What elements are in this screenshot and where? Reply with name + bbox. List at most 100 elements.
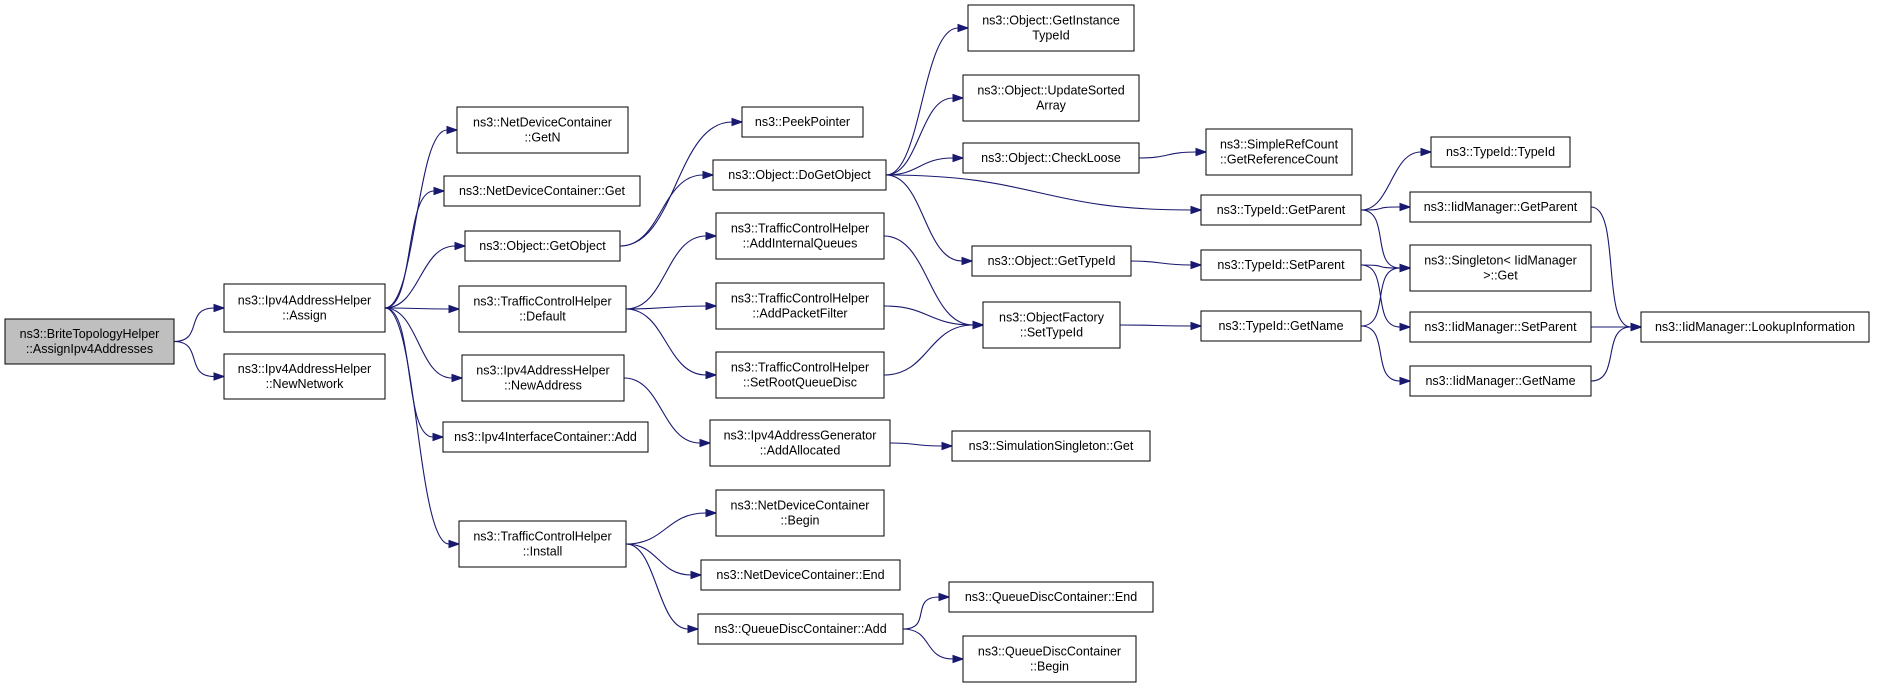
edge-assign-to-obj_getobject <box>384 241 467 309</box>
edge-assign-to-ndc_get <box>384 186 446 309</box>
node-ndc_getn[interactable]: ns3::NetDeviceContainer::GetN <box>456 106 629 154</box>
edge-arrowhead <box>705 301 718 311</box>
node-label: ns3::NetDeviceContainer::End <box>716 568 884 582</box>
edge-line <box>625 543 692 576</box>
edge-arrowhead <box>952 153 965 163</box>
node-label: Array <box>1036 98 1067 112</box>
node-label: ns3::QueueDiscContainer::Add <box>714 622 886 636</box>
node-label: ns3::QueueDiscContainer <box>978 644 1121 658</box>
node-iid_getname[interactable]: ns3::IidManager::GetName <box>1409 365 1592 397</box>
node-box <box>1640 311 1870 343</box>
edge-tch_default-to-setroot <box>625 308 718 380</box>
node-box <box>456 106 629 154</box>
node-label: ::SetTypeId <box>1020 325 1083 339</box>
node-label: ns3::Object::DoGetObject <box>728 168 871 182</box>
edge-line <box>883 235 974 326</box>
node-newnetwork[interactable]: ns3::Ipv4AddressHelper::NewNetwork <box>223 353 386 400</box>
node-box <box>458 285 627 333</box>
node-tid_setparent[interactable]: ns3::TypeId::SetParent <box>1200 249 1362 281</box>
edge-line <box>625 543 689 630</box>
node-peekpointer[interactable]: ns3::PeekPointer <box>741 106 864 138</box>
edges-layer <box>173 23 1643 664</box>
node-label: ns3::SimpleRefCount <box>1220 137 1339 151</box>
edge-dogetobject-to-updatesorted <box>885 93 965 176</box>
node-label: ::NewNetwork <box>266 377 345 391</box>
node-qdc_end[interactable]: ns3::QueueDiscContainer::End <box>948 581 1154 613</box>
node-simsingleton[interactable]: ns3::SimulationSingleton::Get <box>951 430 1151 462</box>
node-tch_install[interactable]: ns3::TrafficControlHelper::Install <box>458 520 627 568</box>
node-box <box>1409 365 1592 397</box>
edge-line <box>384 129 448 309</box>
node-addinternal[interactable]: ns3::TrafficControlHelper::AddInternalQu… <box>715 212 885 260</box>
edge-addallocated-to-simsingleton <box>889 441 954 451</box>
node-label: ns3::TypeId::GetParent <box>1217 203 1346 217</box>
node-label: ns3::QueueDiscContainer::End <box>965 590 1137 604</box>
node-dogetobject[interactable]: ns3::Object::DoGetObject <box>712 159 887 191</box>
node-gettypeid[interactable]: ns3::Object::GetTypeId <box>971 245 1132 277</box>
edge-arrowhead <box>705 370 718 380</box>
node-label: TypeId <box>1032 28 1070 42</box>
node-getrefcount[interactable]: ns3::SimpleRefCount::GetReferenceCount <box>1205 128 1353 176</box>
node-box <box>709 419 891 467</box>
edge-root-to-newnetwork <box>173 340 226 381</box>
edge-line <box>625 308 707 376</box>
edge-line <box>1360 209 1401 269</box>
node-label: ns3::Ipv4InterfaceContainer::Add <box>454 430 637 444</box>
node-box <box>1205 128 1353 176</box>
node-ndc_begin[interactable]: ns3::NetDeviceContainer::Begin <box>715 489 885 537</box>
node-addpacket[interactable]: ns3::TrafficControlHelper::AddPacketFilt… <box>715 282 885 330</box>
node-root[interactable]: ns3::BriteTopologyHelper::AssignIpv4Addr… <box>4 318 175 365</box>
node-iid_setparent[interactable]: ns3::IidManager::SetParent <box>1409 311 1592 343</box>
node-obj_getobject[interactable]: ns3::Object::GetObject <box>464 230 621 262</box>
edge-line <box>1138 151 1197 159</box>
node-setTypeId[interactable]: ns3::ObjectFactory::SetTypeId <box>982 301 1121 349</box>
node-tid_typeid[interactable]: ns3::TypeId::TypeId <box>1430 136 1571 168</box>
node-iic_add[interactable]: ns3::Ipv4InterfaceContainer::Add <box>442 421 649 453</box>
edge-arrowhead <box>1630 322 1643 332</box>
node-tch_default[interactable]: ns3::TrafficControlHelper::Default <box>458 285 627 333</box>
node-label: ns3::BriteTopologyHelper <box>20 327 160 341</box>
node-label: ns3::TrafficControlHelper <box>731 360 869 374</box>
edge-line <box>173 307 215 343</box>
edge-line <box>885 97 954 176</box>
node-label: ns3::IidManager::SetParent <box>1424 320 1577 334</box>
edge-arrowhead <box>213 303 226 313</box>
nodes-layer: ns3::BriteTopologyHelper::AssignIpv4Addr… <box>4 4 1870 683</box>
node-box <box>458 520 627 568</box>
edge-dogetobject-to-gettypeid <box>885 174 974 266</box>
node-newaddress[interactable]: ns3::Ipv4AddressHelper::NewAddress <box>461 354 625 402</box>
edge-line <box>623 377 701 444</box>
node-box <box>1200 310 1362 342</box>
node-assign[interactable]: ns3::Ipv4AddressHelper::Assign <box>223 283 386 333</box>
edge-arrowhead <box>1195 147 1208 157</box>
node-box <box>464 230 621 262</box>
node-ndc_get[interactable]: ns3::NetDeviceContainer::Get <box>443 175 641 207</box>
node-box <box>223 283 386 333</box>
edge-arrowhead <box>432 432 445 442</box>
node-tid_getparent[interactable]: ns3::TypeId::GetParent <box>1200 194 1362 226</box>
node-addallocated[interactable]: ns3::Ipv4AddressGenerator::AddAllocated <box>709 419 891 467</box>
node-qdc_begin[interactable]: ns3::QueueDiscContainer::Begin <box>962 635 1137 683</box>
node-label: ::NewAddress <box>504 378 582 392</box>
node-tid_getname[interactable]: ns3::TypeId::GetName <box>1200 310 1362 342</box>
node-singleton_get[interactable]: ns3::Singleton< IidManager>::Get <box>1409 244 1592 292</box>
edge-tch_install-to-ndc_end <box>625 543 703 580</box>
edge-tid_getparent-to-iid_getparent <box>1360 202 1412 212</box>
edge-iid_getname-to-iid_lookup <box>1590 322 1643 382</box>
node-label: ::Begin <box>1030 659 1069 673</box>
node-checkloose[interactable]: ns3::Object::CheckLoose <box>962 142 1140 174</box>
edge-arrowhead <box>1420 147 1433 157</box>
node-label: ns3::IidManager::GetName <box>1425 374 1575 388</box>
node-box <box>962 142 1140 174</box>
node-ndc_end[interactable]: ns3::NetDeviceContainer::End <box>700 559 901 591</box>
node-iid_lookup[interactable]: ns3::IidManager::LookupInformation <box>1640 311 1870 343</box>
node-setroot[interactable]: ns3::TrafficControlHelper::SetRootQueueD… <box>715 351 885 399</box>
node-qdc_add[interactable]: ns3::QueueDiscContainer::Add <box>697 613 904 645</box>
edge-arrowhead <box>213 372 226 381</box>
edge-line <box>885 27 959 176</box>
edge-tid_setparent-to-iid_setparent <box>1360 264 1412 332</box>
node-label: ns3::Ipv4AddressHelper <box>238 293 371 307</box>
node-iid_getparent[interactable]: ns3::IidManager::GetParent <box>1409 191 1592 223</box>
